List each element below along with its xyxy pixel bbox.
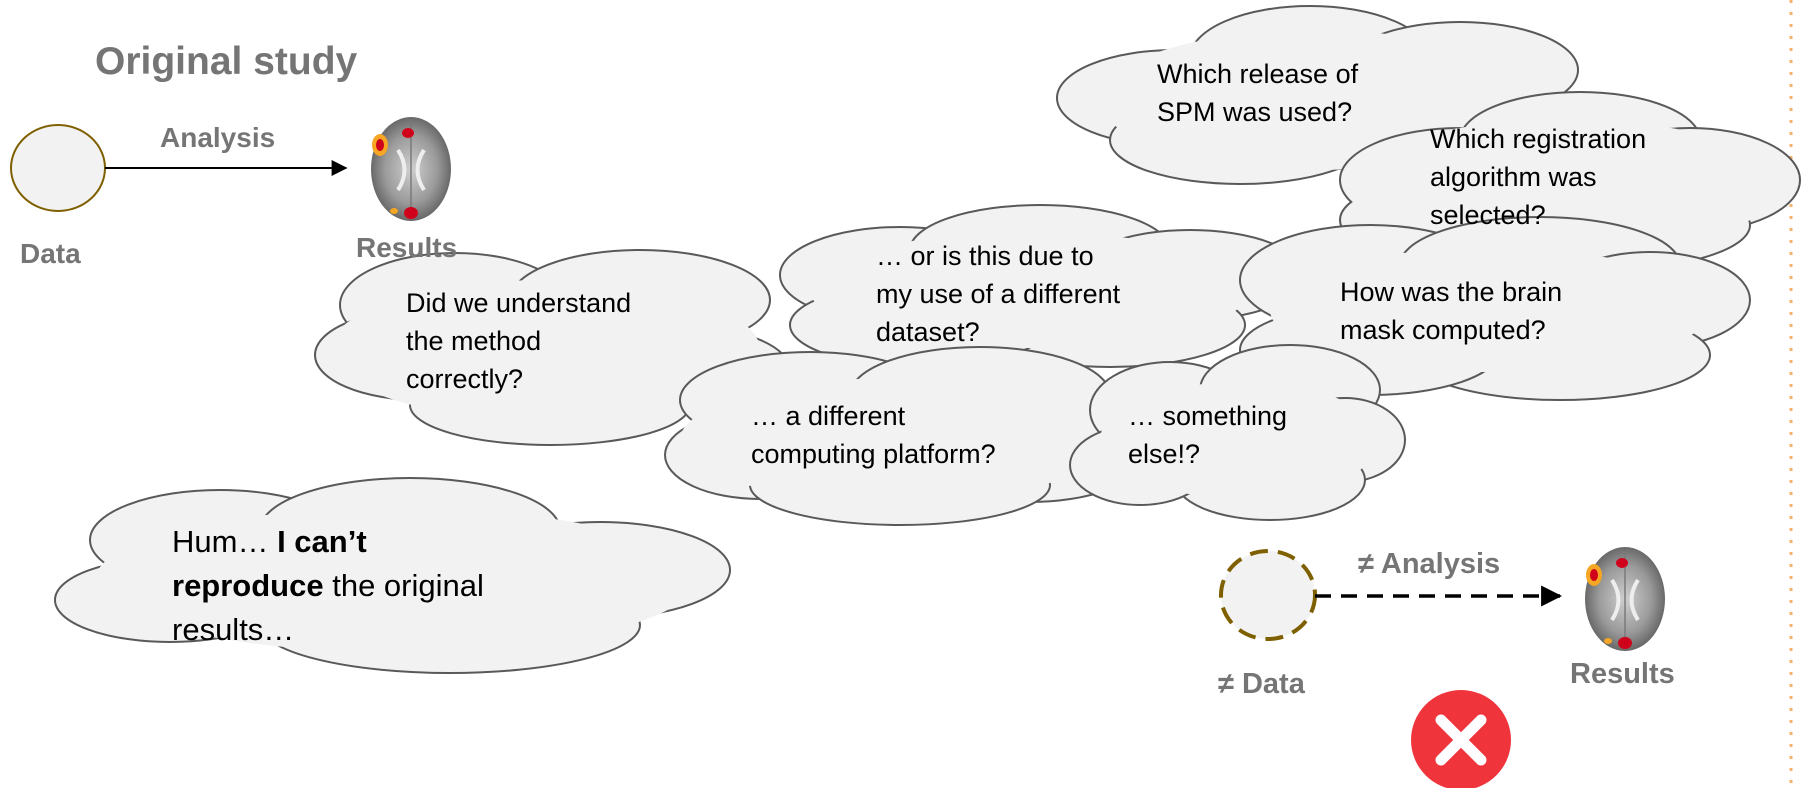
- cloud-method: [314, 249, 791, 446]
- brain-image-repro: [1582, 545, 1668, 653]
- repro-results-label: Results: [1570, 658, 1675, 690]
- data-label: Data: [20, 238, 81, 269]
- repro-analysis-label: ≠ Analysis: [1358, 548, 1501, 580]
- cloud-registration: [1339, 91, 1801, 271]
- cloud-something-else-text: … something else!?: [1128, 401, 1288, 469]
- cloud-something-else: [1069, 344, 1406, 521]
- cloud-platform-text: … a different computing platform?: [751, 401, 996, 469]
- error-x-icon: [1411, 690, 1511, 788]
- cloud-dataset: [779, 204, 1306, 368]
- cloud-release-text: Which release of SPM was used?: [1157, 59, 1359, 127]
- repro-data-circle: [1219, 549, 1317, 641]
- cloud-hum: [54, 477, 731, 674]
- original-study-title: Original study: [95, 40, 358, 83]
- cloud-registration-text: Which registration algorithm was selecte…: [1430, 124, 1647, 230]
- analysis-label: Analysis: [160, 122, 276, 153]
- cloud-dataset-text: … or is this due to my use of a differen…: [876, 241, 1121, 347]
- data-circle: [10, 124, 106, 212]
- cloud-brain-mask-text: How was the brain mask computed?: [1340, 277, 1563, 345]
- cloud-method-text: Did we understand the method correctly?: [406, 288, 632, 394]
- cloud-platform: [664, 346, 1141, 526]
- brain-image-original: [368, 115, 454, 223]
- cloud-hum-text: Hum… I can’t reproduce the original resu…: [172, 524, 484, 647]
- results-label: Results: [356, 232, 458, 263]
- repro-data-label: ≠ Data: [1218, 668, 1305, 700]
- cloud-brain-mask: [1239, 216, 1751, 401]
